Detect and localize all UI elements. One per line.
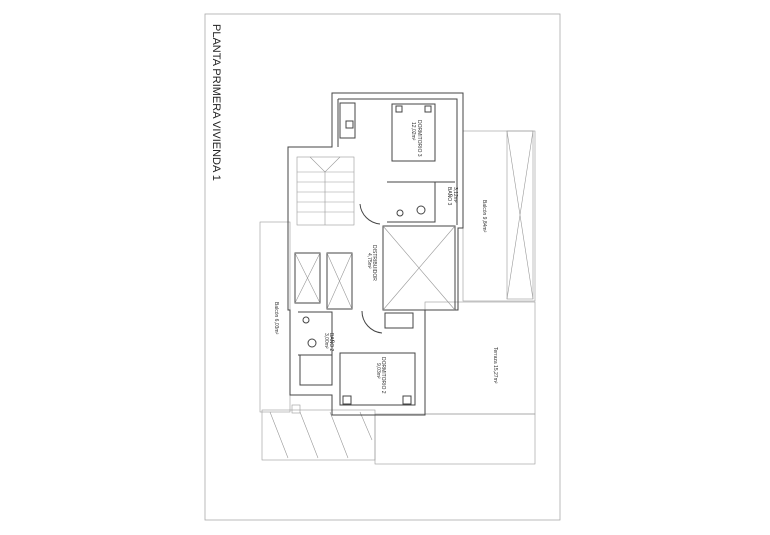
room-label-balcon-right: Balcón 9,84m²	[481, 200, 487, 233]
svg-text:3,12m²: 3,12m²	[452, 187, 458, 203]
svg-text:9,03m²: 9,03m²	[375, 363, 381, 379]
room-label-balcon-left: Balcón 6,03m²	[273, 302, 279, 335]
room-label-dormitorio-2: DORMITORIO 29,03m²	[375, 357, 386, 394]
svg-text:4,75m²: 4,75m²	[366, 253, 372, 269]
room-label-terraza: Terraza 15,27m²	[492, 347, 498, 384]
svg-text:3,00m²: 3,00m²	[323, 333, 329, 349]
svg-text:BAÑO 2: BAÑO 2	[328, 333, 335, 352]
svg-text:DORMITORIO 2: DORMITORIO 2	[380, 357, 386, 394]
terrace	[374, 301, 536, 465]
plan-title: PLANTA PRIMERA VIVIENDA 1	[210, 24, 222, 181]
balcony-right	[462, 130, 536, 302]
svg-text:12,02m²: 12,02m²	[410, 122, 416, 141]
svg-text:DISTRIBUIDOR: DISTRIBUIDOR	[371, 245, 377, 281]
wardrobes	[294, 252, 353, 310]
lower-rooms	[298, 310, 416, 406]
page-frame	[204, 13, 561, 521]
walls	[287, 92, 464, 416]
svg-text:BAÑO 3: BAÑO 3	[446, 187, 453, 206]
void	[382, 225, 456, 311]
svg-text:DORMITORIO 3: DORMITORIO 3	[416, 120, 422, 157]
room-label-dormitorio-3: DORMITORIO 312,02m²	[410, 120, 422, 157]
staircase	[296, 156, 355, 226]
room-label-bano-2: BAÑO 23,00m²	[323, 333, 335, 352]
